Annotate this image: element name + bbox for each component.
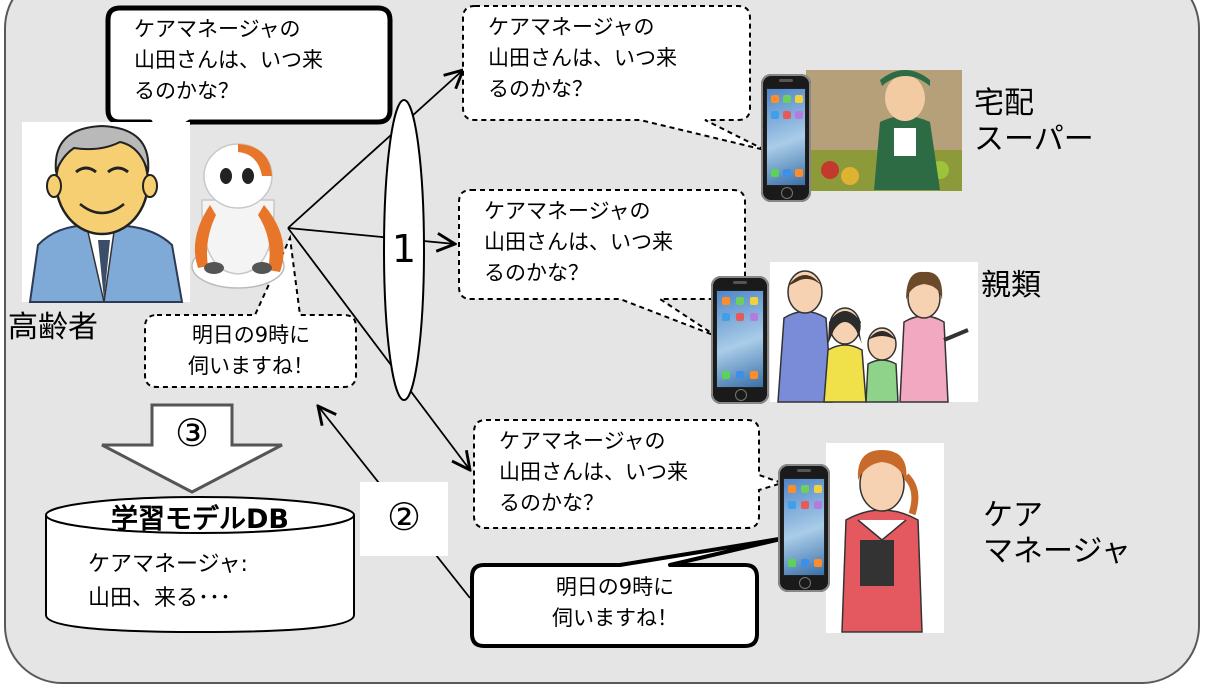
robot-reply-bubble [144,234,357,388]
relatives-illustration [770,262,978,403]
arrow-to-caremanager [287,227,470,470]
relatives-label: 親類 [981,268,1041,303]
relatives-question-bubble [458,189,746,337]
db-title: 学習モデルDB [111,504,289,535]
supermarket-question-bubble [462,5,766,151]
robot-illustration [191,143,285,289]
caremanager-reply-text: 明日の9時に 伺いますね！ [552,575,678,630]
supermarket-label: 宅配 スーパー [974,86,1094,157]
step-one-label: 1 [391,227,417,271]
caremanager-question-text: ケアマネージャの 山田さんは、いつ来 るのかな？ [499,429,688,515]
caremanager-illustration [826,443,944,633]
caremanager-smartphone-icon [778,464,830,592]
elder-question-text: ケアマネージャの 山田さんは、いつ来 るのかな？ [134,17,323,103]
step-two-label: ② [386,495,422,539]
supermarket-clerk-photo [806,70,962,191]
arrow-to-supermarket [287,70,463,229]
learning-model-db-cylinder [45,496,355,634]
relatives-question-text: ケアマネージャの 山田さんは、いつ来 るのかな？ [484,199,673,285]
supermarket-question-text: ケアマネージャの 山田さんは、いつ来 るのかな？ [488,15,677,101]
arrow-to-relatives [287,227,455,244]
elder-label: 高齢者 [8,310,98,345]
step-three-arrow [101,403,283,494]
step-two-box [360,482,448,556]
caremanager-reply-bubble [470,536,787,648]
relatives-smartphone-icon [711,276,769,404]
robot-reply-text: 明日の9時に 伺いますね！ [188,323,314,378]
step-one-ellipse [383,99,425,401]
step-three-label: ③ [174,411,210,455]
db-content: ケアマネージャ: 山田、来る･･･ [88,552,248,611]
caremanager-question-bubble [473,419,786,529]
caremanager-label: ケア マネージャ [983,498,1131,569]
supermarket-smartphone-icon [761,74,811,202]
elder-illustration [22,122,190,303]
